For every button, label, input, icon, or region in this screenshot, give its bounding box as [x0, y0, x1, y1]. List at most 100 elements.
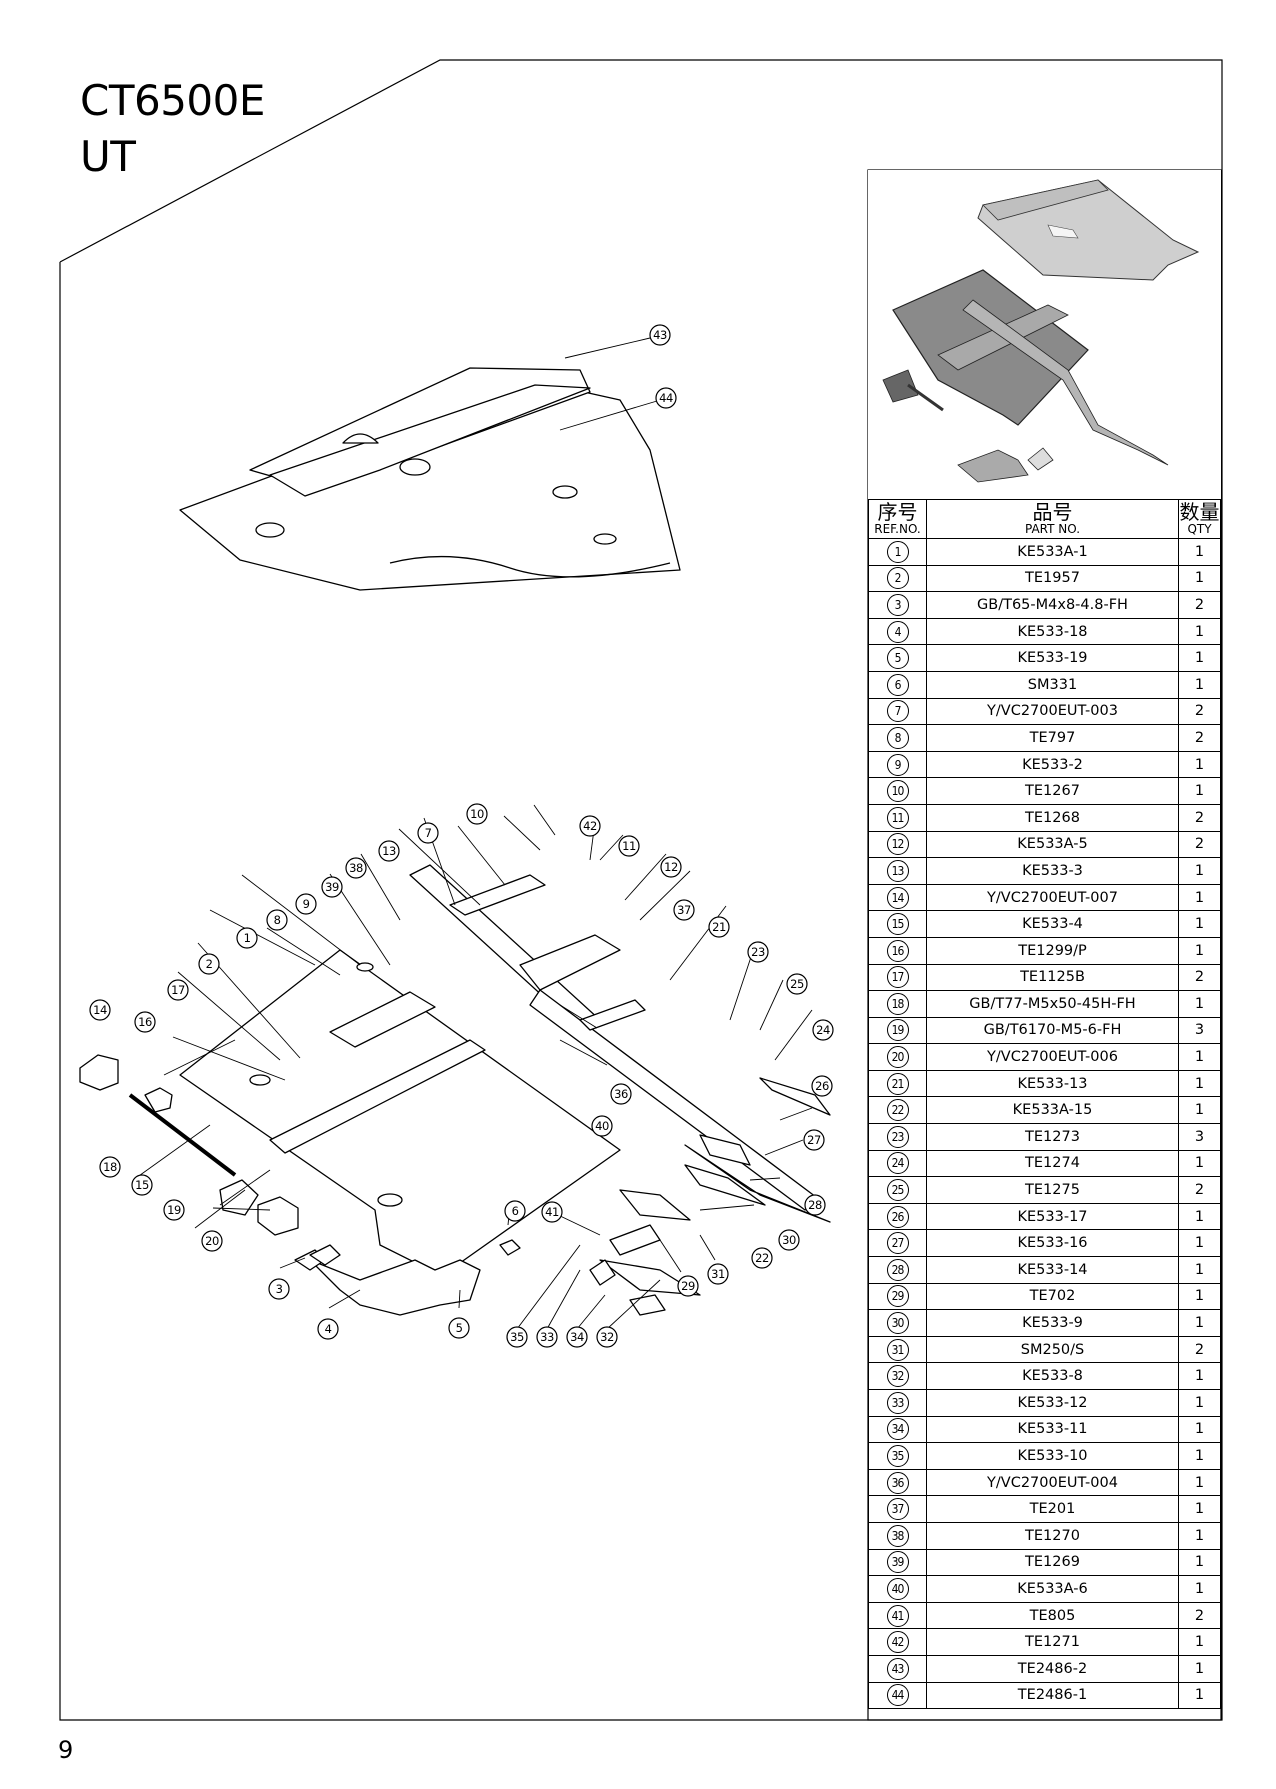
- ref-cell: 16: [868, 936, 927, 965]
- part-cell: KE533-11: [926, 1415, 1179, 1444]
- ref-cell: 35: [868, 1442, 927, 1470]
- part-cell: KE533-3: [926, 857, 1179, 885]
- part-cell: TE1267: [926, 777, 1179, 805]
- svg-text:13: 13: [382, 844, 396, 858]
- ref-cell: 19: [868, 1016, 927, 1045]
- svg-text:24: 24: [816, 1023, 830, 1037]
- ref-cell: 41: [868, 1601, 927, 1630]
- ref-cell: 12: [868, 830, 927, 859]
- ref-cell: 29: [868, 1282, 927, 1311]
- callout-35: 35: [506, 1326, 528, 1348]
- ref-number: 7: [886, 700, 909, 723]
- screw-rod-assembly: [79, 1054, 299, 1236]
- callout-26: 26: [811, 1075, 833, 1097]
- svg-text:26: 26: [815, 1079, 829, 1093]
- ref-number: 5: [886, 647, 909, 670]
- part-cell: KE533-17: [926, 1202, 1179, 1231]
- qty-cell: 1: [1178, 617, 1221, 646]
- callout-20: 20: [201, 1230, 223, 1252]
- qty-cell: 1: [1178, 1256, 1221, 1284]
- part-cell: TE1273: [926, 1123, 1179, 1151]
- part-cell: TE1269: [926, 1548, 1179, 1577]
- ref-number: 34: [886, 1418, 909, 1441]
- part-cell: KE533-2: [926, 750, 1179, 779]
- svg-text:25: 25: [790, 977, 804, 991]
- qty-cell: 1: [1178, 1309, 1221, 1337]
- svg-text:42: 42: [583, 819, 597, 833]
- ref-cell: 22: [868, 1096, 927, 1125]
- ref-number: 13: [886, 859, 909, 882]
- ref-number: 11: [886, 806, 909, 829]
- qty-cell: 1: [1178, 564, 1221, 593]
- qty-cell: 1: [1178, 1096, 1221, 1125]
- ref-cell: 14: [868, 883, 927, 912]
- callout-40: 40: [591, 1115, 613, 1137]
- svg-text:6: 6: [512, 1204, 519, 1218]
- qty-cell: 1: [1178, 670, 1221, 699]
- svg-text:12: 12: [664, 860, 678, 874]
- qty-cell: 1: [1178, 1202, 1221, 1231]
- qty-cell: 2: [1178, 963, 1221, 992]
- ref-cell: 21: [868, 1069, 927, 1098]
- ref-number: 14: [886, 886, 909, 909]
- ref-cell: 5: [868, 644, 927, 672]
- part-cell: TE1274: [926, 1149, 1179, 1178]
- qty-cell: 1: [1178, 1442, 1221, 1470]
- part-cell: KE533-18: [926, 617, 1179, 646]
- ref-cell: 37: [868, 1495, 927, 1523]
- ref-cell: 26: [868, 1202, 927, 1231]
- ref-cell: 38: [868, 1521, 927, 1550]
- ref-number: 32: [886, 1365, 909, 1388]
- qty-cell: 1: [1178, 1681, 1221, 1710]
- callout-25: 25: [786, 973, 808, 995]
- svg-text:19: 19: [167, 1203, 181, 1217]
- svg-text:43: 43: [653, 328, 667, 342]
- qty-cell: 1: [1178, 644, 1221, 672]
- callout-38: 38: [345, 857, 367, 879]
- part-cell: TE2486-2: [926, 1654, 1179, 1683]
- ref-number: 21: [886, 1072, 909, 1095]
- part-cell: TE805: [926, 1601, 1179, 1630]
- part-cell: SM250/S: [926, 1335, 1179, 1364]
- qty-cell: 1: [1178, 1495, 1221, 1523]
- small-lower-parts: [589, 1224, 701, 1316]
- qty-cell: 1: [1178, 1415, 1221, 1444]
- svg-text:22: 22: [755, 1251, 769, 1265]
- ref-number: 8: [886, 726, 909, 749]
- qty-cell: 1: [1178, 1043, 1221, 1071]
- part-cell: TE1270: [926, 1521, 1179, 1550]
- svg-text:14: 14: [93, 1003, 107, 1017]
- ref-cell: 32: [868, 1362, 927, 1390]
- qty-cell: 1: [1178, 777, 1221, 805]
- svg-text:10: 10: [470, 807, 484, 821]
- ref-number: 6: [886, 673, 909, 696]
- ref-number: 42: [886, 1631, 909, 1654]
- svg-text:2: 2: [206, 957, 213, 971]
- ref-number: 37: [886, 1498, 909, 1521]
- part-cell: KE533A-6: [926, 1575, 1179, 1603]
- svg-text:41: 41: [545, 1205, 559, 1219]
- svg-text:37: 37: [677, 903, 691, 917]
- part-cell: KE533-12: [926, 1389, 1179, 1417]
- qty-cell: 1: [1178, 1362, 1221, 1390]
- part-cell: Y/VC2700EUT-006: [926, 1043, 1179, 1071]
- ref-cell: 33: [868, 1389, 927, 1417]
- part-cell: GB/T6170-M5-6-FH: [926, 1016, 1179, 1045]
